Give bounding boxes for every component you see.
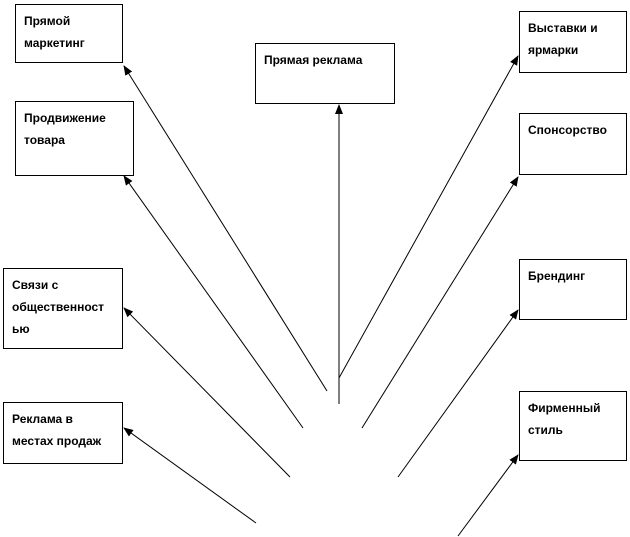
box-public-relations: Связи с общественност ью bbox=[3, 268, 123, 349]
box-branding: Брендинг bbox=[519, 259, 627, 320]
box-point-of-sale: Реклама в местах продаж bbox=[3, 402, 123, 464]
box-direct-advertising: Прямая реклама bbox=[255, 43, 395, 104]
box-exhibitions: Выставки и ярмарки bbox=[519, 11, 627, 73]
arrow-to-direct-marketing bbox=[123, 65, 328, 392]
box-corporate-identity: Фирменный стиль bbox=[519, 391, 627, 461]
box-product-promotion: Продвижение товара bbox=[15, 101, 134, 176]
arrow-to-exhibitions bbox=[338, 55, 519, 379]
arrow-to-branding bbox=[397, 309, 519, 478]
box-direct-marketing: Прямой маркетинг bbox=[15, 4, 123, 63]
arrow-to-product-promotion bbox=[123, 175, 304, 429]
arrow-to-corporate-identity bbox=[457, 454, 519, 537]
arrow-to-sponsorship bbox=[361, 176, 519, 429]
arrow-to-public-relations bbox=[123, 307, 291, 478]
box-sponsorship: Спонсорство bbox=[519, 113, 627, 175]
arrow-to-point-of-sale bbox=[123, 427, 257, 524]
